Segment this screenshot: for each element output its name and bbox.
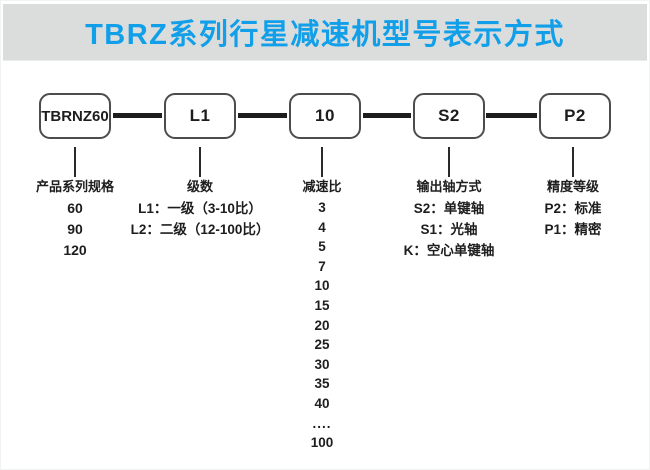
legend-header-series: 产品系列规格 [35,179,114,194]
legend-item: 90 [67,221,83,237]
legend-item: 60 [67,200,83,216]
model-box-ratio: 10 [289,93,361,139]
model-box-precision: P2 [539,93,611,139]
legend-header-ratio: 减速比 [302,179,342,194]
legend-item: 100 [310,435,334,451]
stem-line-series [74,147,76,177]
legend-item: 10 [314,278,330,294]
legend-item: 25 [314,337,330,353]
model-box-output-shaft: S2 [413,93,485,139]
legend-item: L2：二级（12-100比） [130,222,270,237]
connector-line-3 [363,113,411,118]
legend-item: 5 [318,239,326,255]
stem-line-stage [199,147,201,177]
legend-item: 40 [314,395,330,411]
legend-item: P1：精密 [544,222,602,237]
legend-column-output-shaft: 输出轴方式 S2：单键轴 S1：光轴 K：空心单键轴 [379,178,519,261]
stem-line-precision [572,147,574,177]
page-title: TBRZ系列行星减速机型号表示方式 [85,19,565,51]
model-box-stage: L1 [164,93,236,139]
legend-header-stage: 级数 [186,179,213,194]
legend-item: 20 [314,317,330,333]
legend-item: 3 [318,200,326,215]
legend-column-stage: 级数 L1：一级（3-10比） L2：二级（12-100比） [115,178,285,240]
legend-item: 30 [314,356,330,372]
connector-line-2 [238,113,287,118]
legend-item: P2：标准 [544,201,602,216]
legend-item: S1：光轴 [420,222,478,237]
stem-line-output-shaft [448,147,450,177]
legend-item: 7 [318,258,326,274]
legend-item: 4 [318,219,326,235]
legend-item: L1：一级（3-10比） [138,201,262,216]
legend-column-series: 产品系列规格 60 90 120 [15,178,135,261]
legend-item: 120 [63,242,87,258]
legend-header-output-shaft: 输出轴方式 [416,179,482,194]
model-box-series: TBRNZ60 [39,93,111,139]
legend-item: K：空心单键轴 [403,243,495,258]
connector-line-1 [113,113,162,118]
legend-item-ellipsis: .... [312,415,332,431]
stem-line-ratio [321,147,323,177]
legend-item: 35 [314,376,330,392]
connector-line-4 [486,113,537,118]
legend-column-ratio: 减速比 3 4 5 7 10 15 20 25 30 35 40 .... 10… [277,178,367,453]
legend-item: S2：单键轴 [413,201,485,216]
legend-column-precision: 精度等级 P2：标准 P1：精密 [513,178,633,240]
title-banner: TBRZ系列行星减速机型号表示方式 [3,4,647,61]
legend-item: 15 [314,297,330,313]
legend-header-precision: 精度等级 [546,179,599,194]
